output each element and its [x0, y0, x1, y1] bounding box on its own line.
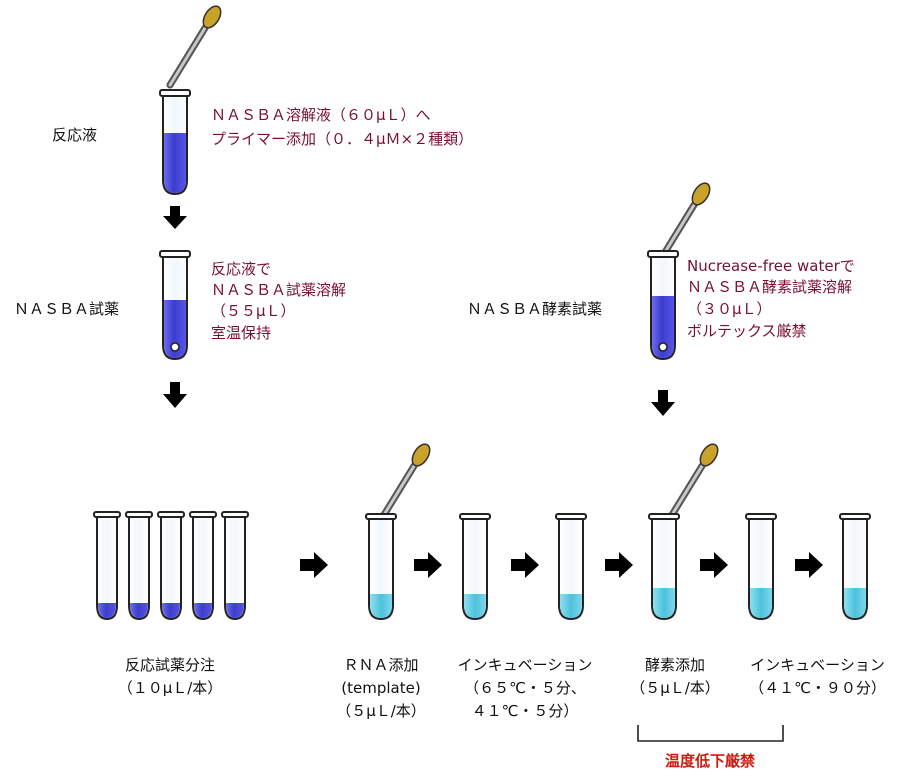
incubation2-label-line1: インキュベーション: [750, 656, 885, 674]
tube-incubation-2: [745, 513, 777, 621]
tube-final: [839, 513, 871, 621]
arrow-down: [163, 382, 187, 408]
nasba-reagent-label: ＮＡＳＢＡ試薬: [14, 300, 120, 318]
tube-after-incubation-1: [555, 513, 587, 621]
reagent-note-line3: （５５μＬ）: [211, 302, 296, 320]
dispense-label-line2: （１０μＬ/本）: [117, 679, 223, 697]
arrow-down: [651, 390, 675, 416]
arrow-down: [163, 206, 187, 229]
enzyme-add-label-line2: （５μＬ/本）: [630, 679, 720, 697]
dispense-tube: [189, 511, 217, 621]
dispense-tube-group: [93, 511, 249, 621]
rna-label-line2: (template): [341, 679, 421, 697]
tube-enzyme-reagent: [647, 250, 679, 361]
arrow-right: [795, 552, 823, 578]
reagent-note-line2: ＮＡＳＢＡ試薬溶解: [211, 281, 347, 299]
reagent-note-line4: 室温保持: [211, 324, 272, 342]
arrow-right: [605, 552, 633, 578]
enzyme-add-label-line1: 酵素添加: [644, 656, 705, 674]
arrow-right: [300, 552, 328, 578]
tube-rna-added: [365, 513, 397, 621]
arrow-right: [414, 552, 442, 578]
temperature-warning: 温度低下厳禁: [664, 752, 755, 770]
reaction-note-line2: プライマー添加（０．４μＭ×２種類）: [211, 130, 474, 148]
dispense-tube: [221, 511, 249, 621]
rna-label-line1: ＲＮＡ添加: [343, 656, 419, 674]
dispense-tube: [125, 511, 153, 621]
tube-incubation-1: [459, 513, 491, 621]
dispense-tube: [93, 511, 121, 621]
dispense-tube: [157, 511, 185, 621]
dropper-reaction: [166, 5, 222, 89]
dropper-rna: [375, 443, 431, 527]
enzyme-note-line1: Nucrease-free waterで: [687, 257, 855, 275]
enzyme-reagent-label: ＮＡＳＢＡ酵素試薬: [467, 300, 603, 318]
incubation2-label-line2: （４１℃・９０分）: [749, 679, 886, 697]
warning-bracket: [637, 725, 784, 742]
tube-nasba-reagent: [159, 250, 191, 361]
reaction-note-line1: ＮＡＳＢＡ溶解液（６０μＬ）へ: [211, 106, 431, 124]
dropper-enzyme-add: [663, 443, 719, 527]
rna-label-line3: （５μＬ/本）: [336, 702, 426, 720]
tube-enzyme-added: [648, 513, 680, 621]
arrow-right: [511, 552, 539, 578]
incubation1-label-line2: （６５℃・５分、: [464, 679, 586, 697]
tube-reaction-solution: [159, 89, 191, 196]
reagent-note-line1: 反応液で: [211, 260, 272, 278]
incubation1-label-line3: ４１℃・５分）: [471, 702, 579, 720]
enzyme-note-line3: （３０μＬ）: [687, 300, 772, 318]
arrow-right: [700, 552, 728, 578]
enzyme-note-line2: ＮＡＳＢＡ酵素試薬溶解: [687, 278, 853, 296]
incubation1-label-line1: インキュベーション: [457, 656, 593, 674]
reaction-solution-label: 反応液: [52, 126, 98, 144]
dispense-label-line1: 反応試薬分注: [124, 656, 215, 674]
dropper-enzyme: [655, 182, 711, 266]
enzyme-note-line4: ボルテックス厳禁: [687, 322, 807, 340]
